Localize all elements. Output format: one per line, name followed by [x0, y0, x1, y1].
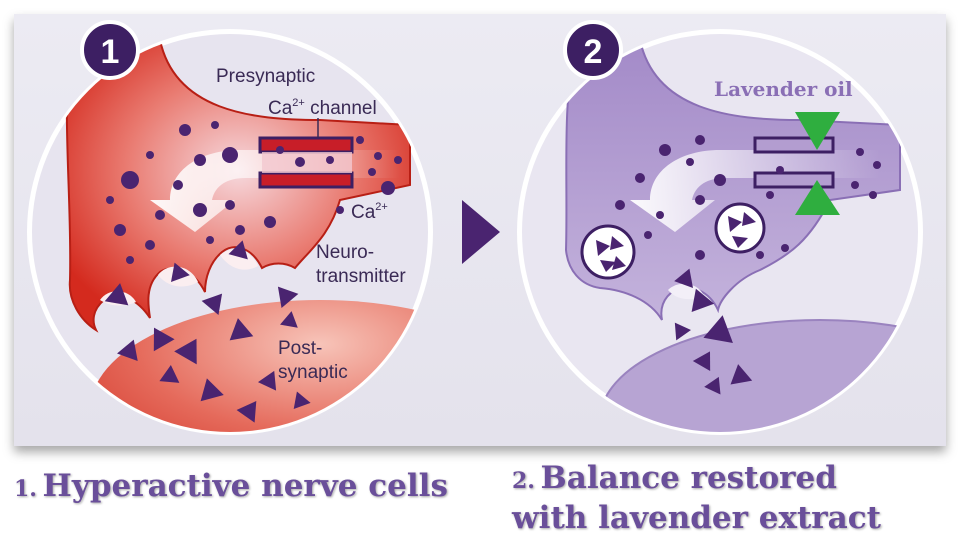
- neurotransmitter-triangle: [228, 240, 248, 260]
- caption-2: 2. Balance restored: [512, 460, 837, 496]
- ion-dot: [356, 136, 364, 144]
- ion-dot: [194, 154, 206, 166]
- ion-dot: [686, 158, 694, 166]
- ion-dot: [635, 173, 645, 183]
- presynaptic-label: Presynaptic: [216, 66, 315, 87]
- ion-dot: [121, 171, 139, 189]
- neurotransmitter-triangle: [691, 288, 715, 312]
- ion-dot: [295, 157, 305, 167]
- ca-ion-label: Ca2+: [351, 201, 388, 223]
- ion-dot: [381, 181, 395, 195]
- ion-dot: [714, 174, 726, 186]
- ion-dot: [781, 244, 789, 252]
- neurotransmitter-molecules-2: [674, 268, 753, 395]
- ion-flow-arrow-2: [630, 150, 880, 232]
- ion-dot: [222, 147, 238, 163]
- ion-dot: [336, 206, 344, 214]
- neurotransmitter-triangle: [170, 262, 190, 282]
- neurotransmitter-triangle: [293, 391, 311, 409]
- step-2-badge: 2: [563, 20, 623, 80]
- ion-dot: [756, 251, 764, 259]
- ion-dot: [193, 203, 207, 217]
- calcium-ions: [106, 121, 402, 264]
- ion-dot: [264, 216, 276, 228]
- lavender-blocker-icon: [795, 112, 840, 215]
- neurotransmitter-triangle: [104, 283, 129, 306]
- caption-2-continued: with lavender extract: [512, 500, 881, 536]
- neurotransmitter-molecules: [104, 240, 311, 423]
- lavender-oil-label: Lavender oil: [714, 77, 853, 101]
- neurotransmitter-triangle: [704, 376, 721, 395]
- svg-text:2: 2: [584, 33, 603, 71]
- ion-dot: [276, 146, 284, 154]
- ion-dot: [326, 156, 334, 164]
- caption-2-number: 2.: [512, 468, 535, 494]
- ion-dot: [615, 200, 625, 210]
- postsynaptic-label: Post-synaptic: [278, 338, 348, 383]
- neurotransmitter-triangle: [730, 364, 753, 385]
- neurotransmitter-triangle: [692, 351, 711, 372]
- panel-2-balance: Lavender oil 2: [517, 20, 923, 435]
- neurotransmitter-triangle: [153, 327, 175, 352]
- filled-vesicle: [580, 224, 636, 280]
- ion-dot: [368, 168, 376, 176]
- ion-dot: [235, 225, 245, 235]
- svg-text:1: 1: [101, 33, 120, 71]
- ion-dot: [114, 224, 126, 236]
- postsynaptic-cell: [90, 300, 430, 432]
- neurotransmitter-triangle: [117, 339, 138, 361]
- next-arrow-icon: [462, 200, 500, 264]
- neurotransmitter-triangle: [229, 318, 254, 341]
- neurotransmitter-triangle: [174, 338, 197, 365]
- calcium-channel-2: [753, 136, 835, 189]
- ca-channel-label: Ca2+ channel: [268, 97, 377, 119]
- ion-dot: [225, 200, 235, 210]
- neurotransmitter-label: Neuro-transmitter: [316, 242, 406, 287]
- caption-1-number: 1.: [14, 476, 37, 502]
- neurotransmitter-triangle: [159, 365, 180, 383]
- neurotransmitter-triangle: [200, 378, 224, 402]
- ion-dot: [146, 151, 154, 159]
- ion-dot: [695, 250, 705, 260]
- caption-1: 1. Hyperactive nerve cells: [14, 468, 448, 504]
- calcium-ions-2: [615, 135, 881, 260]
- ion-dot: [695, 135, 705, 145]
- ion-dot: [766, 191, 774, 199]
- neurotransmitter-triangle: [277, 286, 299, 308]
- neurotransmitter-triangle: [236, 400, 257, 423]
- caption-1-text: Hyperactive nerve cells: [42, 468, 448, 504]
- ion-dot: [211, 121, 219, 129]
- ion-dot: [155, 210, 165, 220]
- ion-dot: [145, 240, 155, 250]
- step-1-badge: 1: [80, 20, 140, 80]
- neurotransmitter-triangle: [280, 311, 298, 328]
- ion-dot: [374, 152, 382, 160]
- ion-dot: [851, 181, 859, 189]
- calcium-channel: [258, 136, 354, 189]
- ion-dot: [126, 256, 134, 264]
- ion-dot: [656, 211, 664, 219]
- neurotransmitter-triangle: [674, 322, 691, 341]
- neurotransmitter-triangle: [703, 315, 733, 343]
- synapse-diagram: Presynaptic Ca2+ channel Ca2+ Neuro-tran…: [27, 20, 923, 435]
- presynaptic-terminal: [65, 39, 411, 333]
- filled-vesicle: [714, 202, 766, 254]
- neurotransmitter-triangle: [674, 268, 694, 288]
- ion-dot: [659, 144, 671, 156]
- ion-dot: [394, 156, 402, 164]
- ion-dot: [179, 124, 191, 136]
- ion-dot: [776, 166, 784, 174]
- ion-dot: [856, 148, 864, 156]
- ion-dot: [644, 231, 652, 239]
- ion-dot: [173, 180, 183, 190]
- ion-dot: [869, 191, 877, 199]
- ion-dot: [695, 195, 705, 205]
- ion-dot: [106, 196, 114, 204]
- ion-dot: [206, 236, 214, 244]
- neurotransmitter-triangle: [201, 293, 223, 315]
- panel-1-hyperactive: Presynaptic Ca2+ channel Ca2+ Neuro-tran…: [27, 20, 433, 435]
- neurotransmitter-triangle: [257, 370, 277, 391]
- caption-2-text: Balance restored: [540, 460, 837, 496]
- ion-dot: [873, 161, 881, 169]
